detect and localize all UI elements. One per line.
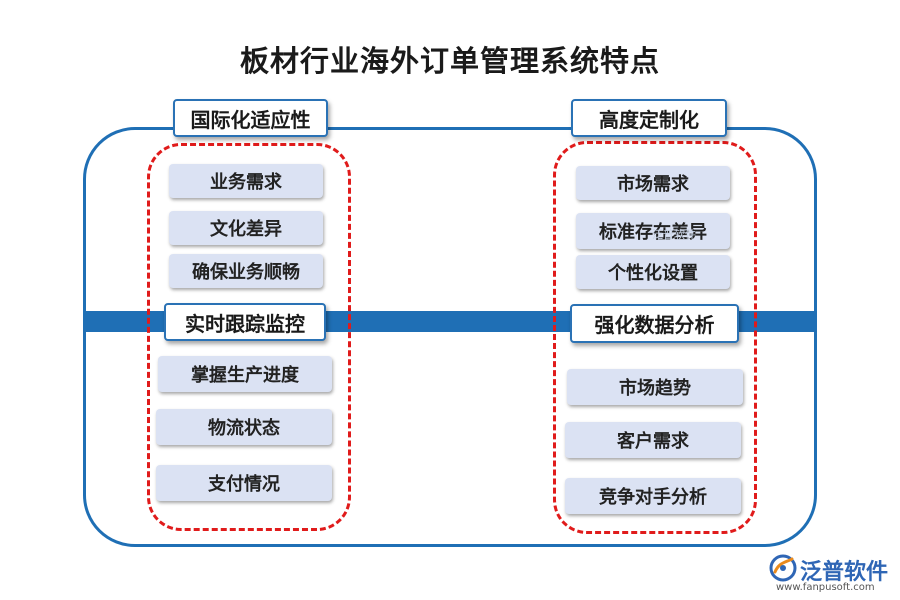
item-smooth-business: 确保业务顺畅 bbox=[169, 254, 323, 288]
header-high-customization: 高度定制化 bbox=[571, 99, 727, 137]
item-customer-demand: 客户需求 bbox=[565, 422, 741, 458]
header-data-analysis: 强化数据分析 bbox=[570, 304, 739, 343]
item-market-trends: 市场趋势 bbox=[567, 369, 743, 405]
outer-frame bbox=[83, 127, 817, 547]
item-cultural-differences: 文化差异 bbox=[169, 211, 323, 245]
item-payment-status: 支付情况 bbox=[156, 465, 332, 501]
item-logistics-status: 物流状态 bbox=[156, 409, 332, 445]
item-competitor-analysis: 竞争对手分析 bbox=[565, 478, 741, 514]
diagram-title: 板材行业海外订单管理系统特点 bbox=[239, 44, 660, 78]
brand-logo: 泛普软件 www.fanpusoft.com bbox=[768, 551, 898, 597]
item-market-demand: 市场需求 bbox=[576, 166, 730, 200]
item-personalized-settings: 个性化设置 bbox=[576, 255, 730, 289]
watermark-text: 泛普软件 bbox=[652, 228, 696, 241]
item-business-needs: 业务需求 bbox=[169, 164, 323, 198]
header-international-adaptability: 国际化适应性 bbox=[173, 99, 328, 137]
brand-logo-url: www.fanpusoft.com bbox=[776, 582, 875, 593]
left-dashed-group bbox=[147, 143, 351, 531]
item-production-progress: 掌握生产进度 bbox=[158, 356, 332, 392]
item-standard-differences: 标准存在差异 bbox=[576, 213, 730, 249]
right-dashed-group bbox=[553, 141, 757, 534]
header-realtime-tracking: 实时跟踪监控 bbox=[164, 303, 326, 341]
brand-logo-icon bbox=[769, 554, 797, 582]
brand-logo-name: 泛普软件 bbox=[800, 560, 889, 585]
